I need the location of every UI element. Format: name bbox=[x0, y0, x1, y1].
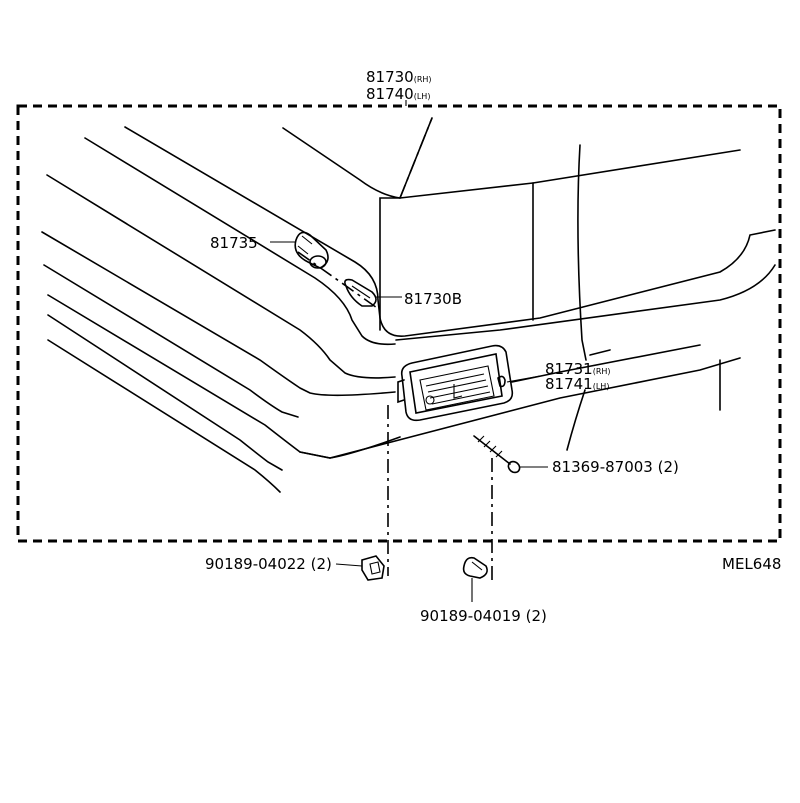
label-81731-rh: 81731(RH) bbox=[545, 360, 611, 378]
label-81741-lh: 81741(LH) bbox=[545, 375, 609, 393]
grommet bbox=[462, 556, 488, 579]
bulb-socket bbox=[294, 231, 329, 269]
tapping-screw bbox=[473, 435, 521, 474]
leader-lines bbox=[270, 100, 548, 602]
part-labels: 81730(RH) 81740(LH) 81735 81730B 81731(R… bbox=[205, 68, 781, 625]
wedge-bulb bbox=[344, 278, 377, 307]
label-90189-04022: 90189-04022 (2) bbox=[205, 555, 332, 573]
diagram-frame bbox=[16, 104, 782, 543]
reference-lines bbox=[297, 117, 493, 580]
label-81735: 81735 bbox=[210, 234, 258, 252]
side-marker-lamp bbox=[397, 344, 514, 422]
label-90189-04019: 90189-04019 (2) bbox=[420, 607, 547, 625]
label-81740-lh: 81740(LH) bbox=[366, 85, 430, 103]
label-81730-rh: 81730(RH) bbox=[366, 68, 432, 86]
label-81369-87003: 81369-87003 (2) bbox=[552, 458, 679, 476]
clip-nut bbox=[361, 555, 385, 581]
diagram-code: MEL648 bbox=[722, 555, 781, 573]
label-81730b: 81730B bbox=[404, 290, 462, 308]
